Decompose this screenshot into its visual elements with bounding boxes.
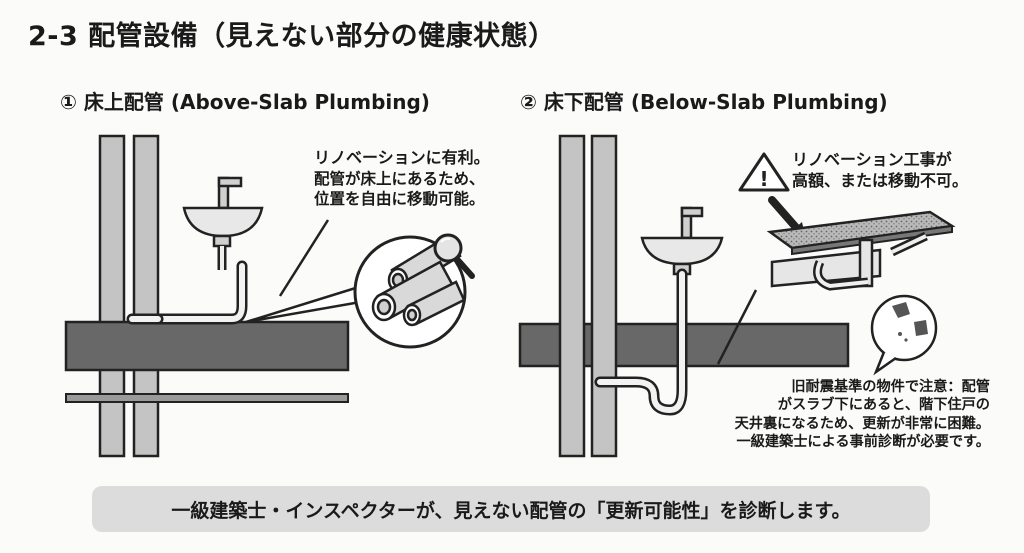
above-slab-note-line-2: 配管が床上にあるため、 xyxy=(314,169,485,188)
above-slab-heading: ① 床上配管 (Above-Slab Plumbing) xyxy=(60,90,430,114)
arrow-to-slab xyxy=(768,196,804,236)
footer-banner: 一級建築士・インスペクターが、見えない配管の「更新可能性」を診断します。 xyxy=(92,486,930,532)
page-title: 2-3 配管設備（見えない部分の健康状態） xyxy=(28,21,556,52)
below-slab-pipe xyxy=(594,268,688,416)
warning-note-line-2: 高額、または移動不可。 xyxy=(792,170,969,190)
below-slab-heading: ② 床下配管 (Below-Slab Plumbing) xyxy=(520,90,888,114)
above-slab-note: リノベーションに有利。 配管が床上にあるため、 位置を自由に移動可能。 xyxy=(314,148,490,209)
right-sink xyxy=(640,206,724,276)
left-thin-slab xyxy=(65,393,349,403)
caution-note-line-4: 一級建築士による事前診断が必要です。 xyxy=(736,434,990,451)
under-slab-pipes xyxy=(770,231,928,291)
caution-note-line-1: 旧耐震基準の物件で注意：配管 xyxy=(791,379,990,395)
left-floor-slab xyxy=(64,320,350,372)
warning-note-line-1: リノベーション工事が xyxy=(792,150,952,169)
caution-note: 旧耐震基準の物件で注意：配管 がスラブ下にあると、階下住戸の 天井裏になるため、… xyxy=(652,378,990,452)
warning-note: リノベーション工事が 高額、または移動不可。 xyxy=(792,150,968,192)
right-callout-line xyxy=(716,289,758,365)
left-panel-drawing xyxy=(64,134,475,458)
above-slab-note-line-1: リノベーションに有利。 xyxy=(314,148,490,167)
debris-bubble xyxy=(870,294,938,376)
caution-note-line-2: がスラブ下にあると、階下住戸の xyxy=(777,397,990,414)
svg-text:!: ! xyxy=(759,167,768,191)
above-slab-pipe xyxy=(126,260,248,325)
right-panel-drawing: ! xyxy=(518,134,956,458)
right-walls xyxy=(558,134,618,458)
left-callout-line xyxy=(278,219,330,297)
left-sink xyxy=(182,176,264,270)
above-slab-note-line-3: 位置を自由に移動可能。 xyxy=(314,189,485,208)
magnifier-icon xyxy=(433,233,475,279)
caution-note-line-3: 天井裏になるため、更新が非常に困難。 xyxy=(734,415,990,432)
warning-icon: ! xyxy=(738,152,790,192)
footer-text: 一級建築士・インスペクターが、見えない配管の「更新可能性」を診断します。 xyxy=(171,499,851,522)
left-walls xyxy=(98,134,160,458)
